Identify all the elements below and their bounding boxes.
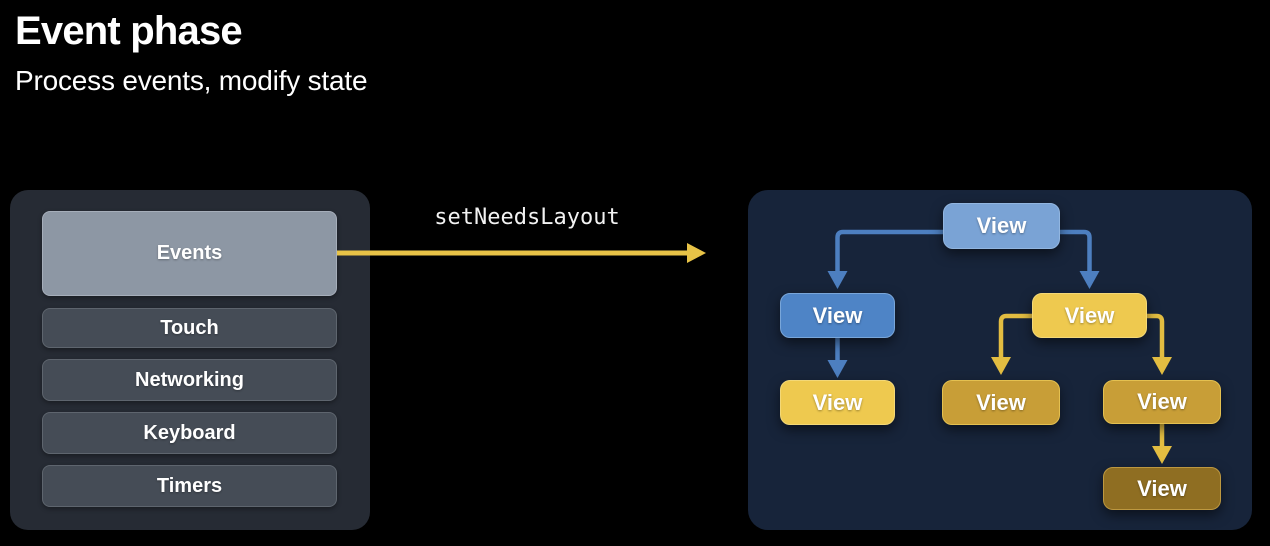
edge-child-right-to-grandchild-right-arrowhead-icon: [1152, 357, 1172, 375]
queue-item-networking: Networking: [42, 359, 337, 401]
queue-item-touch: Touch: [42, 308, 337, 348]
view-node-root: View: [943, 203, 1060, 249]
edge-child-left-to-grandchild-arrowhead-icon: [827, 360, 848, 378]
view-tree-edges: [827, 229, 1172, 464]
event-queue-panel: Events Touch Networking Keyboard Timers: [10, 190, 370, 530]
edge-root-to-child-left: [835, 229, 943, 271]
queue-item-keyboard: Keyboard: [42, 412, 337, 454]
edge-root-to-child-left-arrowhead-icon: [827, 271, 848, 289]
view-node-child-right: View: [1032, 293, 1147, 338]
view-node-grandchild-right: View: [1103, 380, 1221, 424]
view-node-child-left: View: [780, 293, 895, 338]
edge-grandchild-right-to-great-grandchild-arrowhead-icon: [1152, 446, 1172, 464]
edge-root-to-child-right: [1060, 229, 1092, 271]
arrow-head-icon: [687, 243, 706, 263]
view-node-great-grandchild: View: [1103, 467, 1221, 510]
page-subtitle: Process events, modify state: [15, 65, 368, 96]
queue-item-events: Events: [42, 211, 337, 296]
set-needs-layout-label: setNeedsLayout: [434, 205, 620, 230]
view-tree-panel: View View View View View View View: [748, 190, 1252, 530]
edge-child-right-to-grandchild-right: [1147, 313, 1165, 357]
set-needs-layout-arrow-icon: [337, 243, 706, 263]
edge-child-right-to-grandchild-mid: [998, 313, 1032, 357]
page-title: Event phase: [15, 9, 243, 53]
queue-item-timers: Timers: [42, 465, 337, 507]
edge-root-to-child-right-arrowhead-icon: [1079, 271, 1100, 289]
edge-child-right-to-grandchild-mid-arrowhead-icon: [991, 357, 1011, 375]
view-node-grandchild-mid: View: [942, 380, 1060, 425]
view-node-grandchild-left: View: [780, 380, 895, 425]
